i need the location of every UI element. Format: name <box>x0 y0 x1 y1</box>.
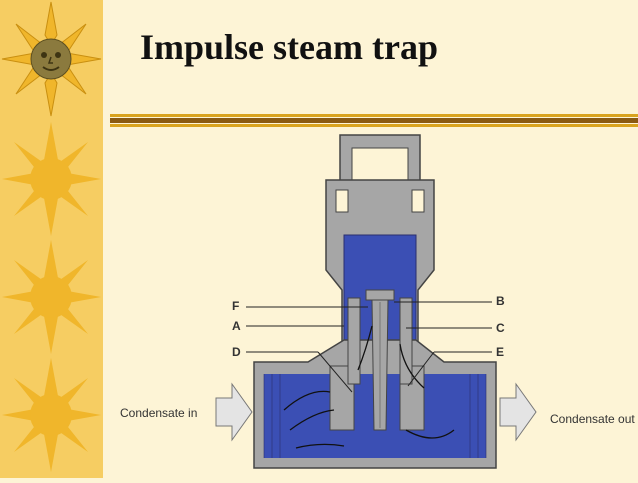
trap-cap <box>339 134 421 188</box>
leader-lines <box>246 301 492 393</box>
label-c: C <box>496 321 505 335</box>
sun-icon <box>2 358 101 472</box>
steam-trap-diagram: F A D B C E Condensate in Condensate out <box>104 130 638 478</box>
sun-face-icon <box>1 1 102 117</box>
sun-icon <box>2 122 101 236</box>
steam-trap-drawing <box>215 134 537 469</box>
label-f: F <box>232 299 240 313</box>
arrow-in-icon <box>215 382 253 442</box>
label-a: A <box>232 319 241 333</box>
decorative-sidebar <box>0 0 103 478</box>
flow-arrow-icon <box>283 325 455 449</box>
sun-icon <box>2 240 101 354</box>
slide-title: Impulse steam trap <box>140 27 438 67</box>
label-condensate-out: Condensate out <box>550 412 635 426</box>
label-condensate-in: Condensate in <box>120 406 198 420</box>
arrow-out-icon <box>499 382 537 442</box>
valve-stem <box>347 289 413 431</box>
label-b: B <box>496 294 505 308</box>
label-e: E <box>496 345 505 359</box>
title-rule <box>110 114 638 127</box>
label-d: D <box>232 345 241 359</box>
